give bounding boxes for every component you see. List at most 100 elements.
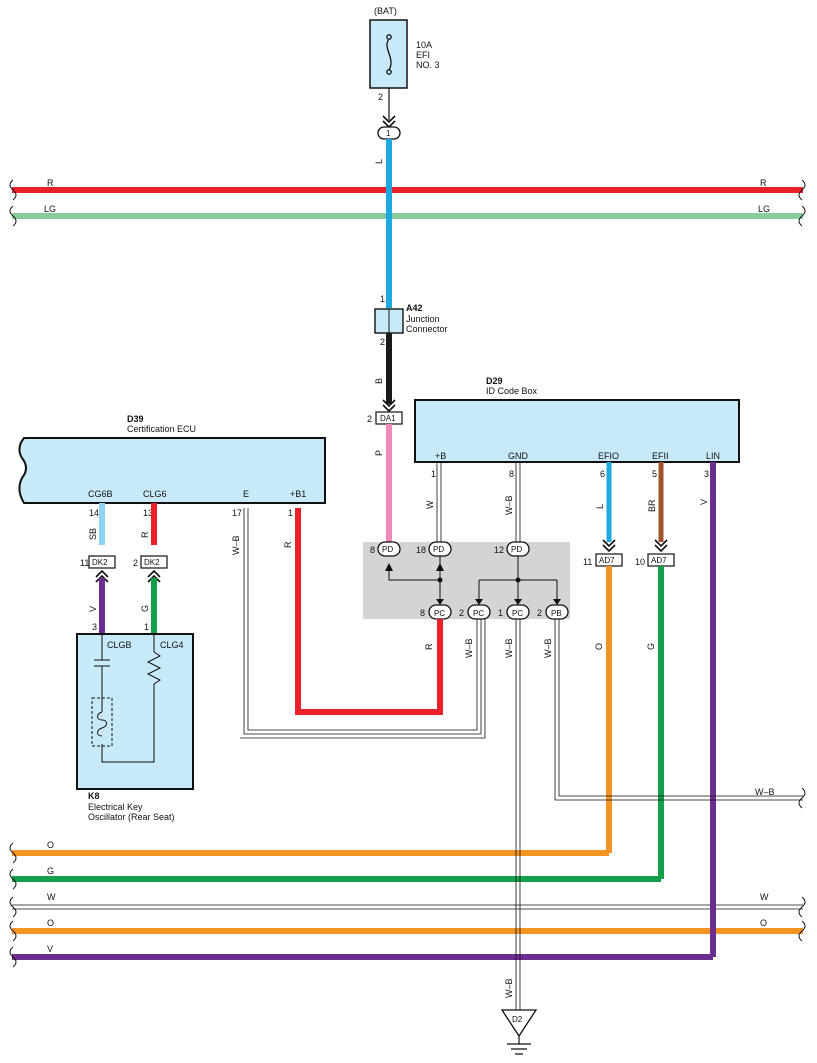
a42-pin-bottom: 2: [380, 337, 385, 347]
bus-label-r-right: R: [760, 178, 767, 188]
wire-r-b1: [295, 508, 443, 715]
d29-pin-label-lin: LIN: [706, 451, 720, 461]
junction-connector-1-label: 1: [386, 129, 391, 138]
pb-code: PB: [551, 609, 562, 618]
bus-label-g-left: G: [47, 866, 54, 876]
wire-label-r-pc: R: [424, 643, 434, 650]
fuse-icon: [386, 34, 392, 75]
wire-wb-e: [240, 508, 486, 739]
dk2-code-1: DK2: [92, 558, 108, 567]
pd-pin-12: 12: [494, 545, 504, 555]
fuse-box: [369, 19, 408, 89]
k8-pin-label-clgb: CLGB: [107, 640, 132, 650]
wire-label-wb-e: W–B: [231, 535, 241, 555]
pc-connectors: [428, 604, 569, 620]
wire-label-g-efii: G: [646, 643, 656, 650]
pd-pin-18: 18: [416, 545, 426, 555]
ad7-code-2: AD7: [651, 556, 667, 565]
d39-pin-label-cg6b: CG6B: [88, 489, 113, 499]
d39-pin-label-e: E: [243, 489, 249, 499]
connector-arrow-icon: [147, 569, 161, 583]
k8-pin-label-clg4: CLG4: [160, 640, 184, 650]
bus-label-lg-right: LG: [758, 204, 770, 214]
bus-label-v-left: V: [47, 944, 53, 954]
wire-label-wb-pb: W–B: [543, 638, 553, 658]
pd-connectors: [377, 541, 530, 557]
k8-internal-circuit: [91, 634, 162, 763]
pc-pin-2: 2: [459, 608, 464, 618]
connector-arrow-icon: [654, 539, 668, 553]
da1-code: DA1: [380, 414, 396, 423]
fuse-name-2: NO. 3: [416, 60, 440, 70]
d39-pin-num-14: 14: [89, 508, 99, 518]
wire-label-wb-pc2: W–B: [464, 638, 474, 658]
d29-pin-label-b: +B: [435, 451, 446, 461]
d29-pin-num-6: 6: [600, 469, 605, 479]
wire-label-v-k8: V: [88, 606, 98, 612]
wire-w-d29: [436, 462, 442, 543]
a42-name-1: Junction: [406, 314, 440, 324]
k8-name-2: Oscillator (Rear Seat): [88, 812, 175, 822]
pd-code-1: PD: [382, 545, 393, 554]
pc-code-2: PC: [473, 609, 484, 618]
d29-pin-label-gnd: GND: [508, 451, 529, 461]
ground-symbol-icon: [500, 1009, 538, 1038]
dk2-pin-11: 11: [80, 558, 89, 568]
bat-label: (BAT): [374, 6, 397, 16]
fuse-pin: 2: [378, 92, 383, 102]
pc-pin-1: 1: [498, 608, 503, 618]
d29-pin-label-efii: EFII: [652, 451, 669, 461]
pd-code-2: PD: [433, 545, 444, 554]
pd-pin-8: 8: [370, 545, 375, 555]
wire-label-r-clg6: R: [140, 531, 150, 538]
a42-code: A42: [406, 303, 423, 313]
connector-arrow-icon: [95, 569, 109, 583]
d39-box: [18, 437, 326, 504]
k8-pin-3: 3: [92, 622, 97, 632]
d29-pin-num-5: 5: [652, 469, 657, 479]
d39-pin-num-13: 13: [143, 508, 153, 518]
bus-label-o2-right: O: [760, 918, 767, 928]
d29-code: D29: [486, 376, 503, 386]
wire-label-wb-pc1: W–B: [504, 638, 514, 658]
wire-label-p: P: [374, 450, 384, 456]
wire-label-l: L: [374, 159, 384, 164]
bus-label-w-left: W: [47, 892, 56, 902]
wire-label-g-k8: G: [140, 605, 150, 612]
pd-code-3: PD: [511, 545, 522, 554]
bus-label-lg-left: LG: [44, 204, 56, 214]
wire-label-wb-gnd: W–B: [504, 495, 514, 515]
connector-arrow-icon: [382, 399, 396, 413]
bus-label-o1-left: O: [47, 840, 54, 850]
dk2-connector-2: [140, 555, 168, 569]
k8-name-1: Electrical Key: [88, 802, 143, 812]
d29-name: ID Code Box: [486, 386, 538, 396]
ground-code: D2: [512, 1015, 523, 1024]
wire-label-br: BR: [647, 499, 657, 512]
d39-pin-label-clg6: CLG6: [143, 489, 167, 499]
wire-label-w: W: [425, 500, 435, 509]
wire-label-o: O: [594, 643, 604, 650]
fuse-name-1: EFI: [416, 50, 430, 60]
dk2-connector-1: [88, 555, 116, 569]
pc-code-3: PC: [512, 609, 523, 618]
k8-code: K8: [88, 791, 100, 801]
bus-wires: [12, 187, 803, 960]
d39-pin-num-1: 1: [288, 508, 293, 518]
splice-points: [385, 563, 561, 605]
dk2-pin-2: 2: [133, 558, 138, 568]
bus-label-r-left: R: [47, 178, 54, 188]
ad7-pin-10: 10: [635, 557, 645, 567]
d39-pin-num-17: 17: [232, 508, 242, 518]
ground-icon: [507, 1036, 531, 1055]
d29-pin-num-1: 1: [431, 469, 436, 479]
wire-label-wb-ground: W–B: [504, 978, 514, 998]
wire-label-sb: SB: [88, 528, 98, 540]
pb-pin-2: 2: [537, 608, 542, 618]
d39-code: D39: [127, 414, 144, 424]
wire-label-l-efio: L: [595, 504, 605, 509]
wire-label-v-lin: V: [699, 499, 709, 505]
wire-wb-pb: [554, 619, 803, 801]
fuse-amp: 10A: [416, 40, 432, 50]
